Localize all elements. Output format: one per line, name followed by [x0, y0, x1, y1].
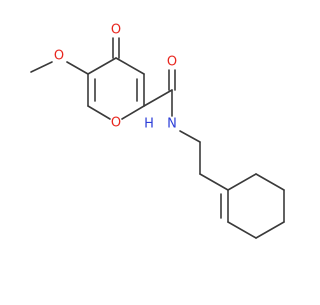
bond-ring-c5-c6 — [255, 173, 285, 191]
bond-methoxy-o-c5 — [66, 61, 89, 75]
amide-nitrogen-label: N — [167, 117, 177, 132]
bond-c2-o1 — [121, 105, 145, 120]
methoxy-oxygen-label: O — [54, 49, 64, 64]
amide-oxygen-label: O — [167, 55, 177, 70]
amide-hydrogen-label: H — [144, 117, 154, 132]
keto-oxygen-label: O — [111, 23, 121, 38]
bond-c5-c4 — [87, 57, 117, 75]
bond-ring-c3-c4 — [255, 221, 285, 239]
bond-o1-c6 — [87, 105, 111, 120]
bond-ring-c6-c1 — [227, 173, 257, 191]
bond-c4-c3 — [115, 57, 145, 75]
molecule-structure-canvas: O O O O N H — [30, 23, 285, 239]
bond-ring-c2-c3 — [227, 221, 257, 239]
ring-oxygen-label: O — [111, 116, 121, 131]
structure-svg: O O O O N H — [30, 23, 285, 239]
bond-ch2-ring — [199, 173, 229, 191]
bond-n-ch2 — [179, 130, 201, 143]
bond-c2-amide-c — [143, 89, 173, 107]
bond-methyl-methoxy-o — [30, 61, 53, 73]
